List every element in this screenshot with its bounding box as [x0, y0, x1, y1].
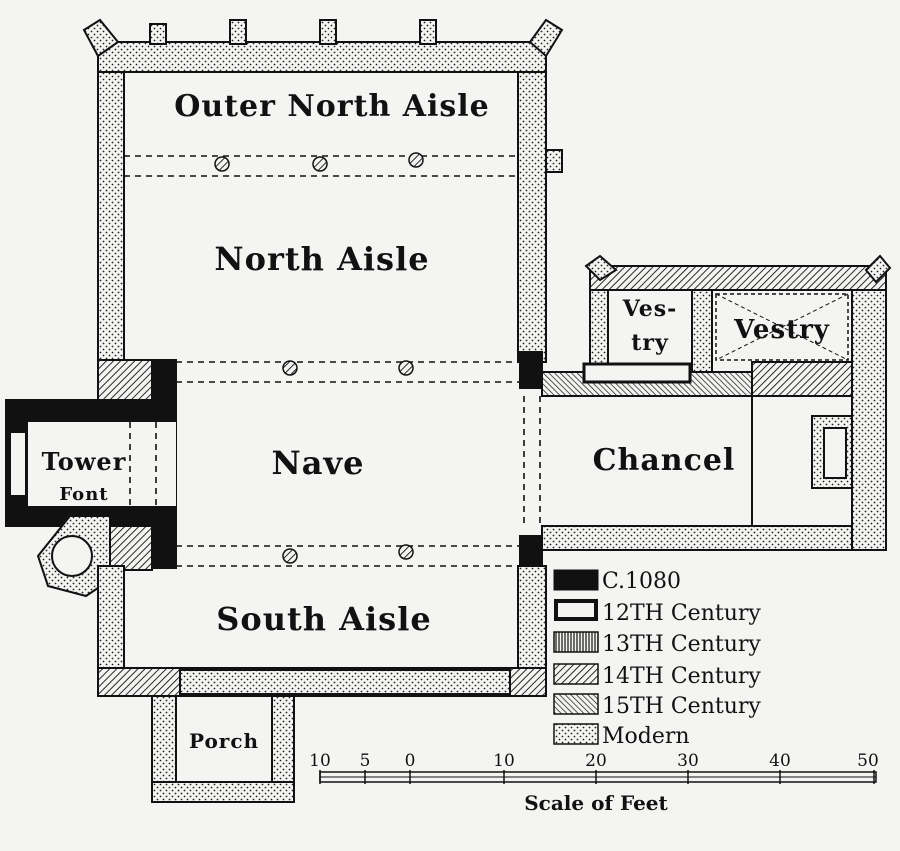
vestry-large-outline — [715, 293, 849, 361]
legend-item-15th: 15TH Century — [553, 693, 761, 719]
south-wall-modern — [179, 669, 511, 695]
legend-item-13th: 13TH Century — [553, 631, 761, 657]
corner-buttress — [864, 254, 892, 284]
scale-tick-label: 50 — [857, 751, 879, 771]
scale-title: Scale of Feet — [524, 791, 668, 815]
legend-swatch — [554, 599, 598, 621]
chancel-east-wall — [851, 267, 887, 551]
buttress — [419, 19, 437, 45]
buttress — [545, 149, 563, 173]
nave-nw-pier — [151, 359, 177, 401]
corner-buttress — [82, 18, 120, 58]
vestry-large-label: Vestry — [733, 315, 830, 345]
nave-ne-pier — [519, 351, 543, 389]
vestry-small-label-1: Ves- — [622, 296, 678, 322]
scale-tick-label: 20 — [585, 751, 607, 771]
legend-item-12th: 12TH Century — [554, 599, 761, 626]
chancel-label: Chancel — [593, 443, 736, 478]
pier — [408, 152, 424, 168]
west-wall-north — [97, 71, 125, 363]
corner-buttress — [528, 18, 564, 58]
vestry-north-wall — [589, 265, 887, 291]
chancel-south-wall — [541, 525, 887, 551]
porch-south-wall — [151, 781, 295, 803]
vestry-divider — [691, 289, 713, 373]
buttress — [229, 19, 247, 45]
legend: C.1080 12TH Century 13TH Century 14TH Ce… — [553, 569, 761, 749]
legend-label: 14TH Century — [602, 664, 761, 689]
legend-label: 12TH Century — [602, 601, 761, 626]
legend-item-c1080: C.1080 — [553, 569, 681, 594]
pier — [312, 156, 328, 172]
tower-label: Tower — [42, 447, 127, 476]
tower-arch — [128, 422, 176, 506]
legend-swatch — [553, 693, 599, 715]
legend-item-modern: Modern — [553, 723, 690, 749]
north-aisle-label: North Aisle — [214, 240, 429, 278]
arcades — [124, 155, 860, 567]
piers — [214, 152, 424, 564]
scale-tick-label: 10 — [493, 751, 515, 771]
pier — [282, 360, 298, 376]
scale-tick-label: 40 — [769, 751, 791, 771]
scale-bar: 10 5 0 10 20 30 40 50 Scale of Feet — [309, 751, 879, 815]
legend-label: Modern — [602, 724, 690, 749]
vestry-south-wall — [751, 361, 853, 397]
legend-swatch — [553, 569, 599, 591]
pier — [398, 360, 414, 376]
scale-tick-label: 10 — [309, 751, 331, 771]
north-wall — [97, 41, 547, 73]
pier — [398, 544, 414, 560]
outer-north-aisle-label: Outer North Aisle — [174, 89, 490, 124]
porch-label: Porch — [189, 729, 259, 753]
scale-ticks — [319, 770, 875, 784]
pier — [214, 156, 230, 172]
legend-item-14th: 14TH Century — [553, 663, 761, 689]
stair-newel — [51, 535, 93, 577]
nave-label: Nave — [272, 444, 365, 482]
corner-buttress — [584, 254, 618, 282]
pier — [282, 548, 298, 564]
walls — [5, 18, 892, 803]
south-aisle-label: South Aisle — [216, 600, 431, 638]
tower-interior — [28, 422, 128, 506]
buttress — [319, 19, 337, 45]
nave-se-pier — [519, 535, 543, 567]
tower-window — [9, 431, 27, 497]
scale-tick-label: 0 — [405, 751, 416, 771]
vestry-west-wall — [589, 289, 609, 373]
legend-label: 15TH Century — [602, 694, 761, 719]
legend-label: C.1080 — [602, 569, 681, 594]
vestry-small-label-2: try — [631, 330, 669, 356]
legend-swatch — [553, 723, 599, 745]
scale-tick-label: 30 — [677, 751, 699, 771]
buttress — [149, 23, 167, 45]
legend-swatch — [553, 631, 599, 653]
room-labels: Outer North Aisle North Aisle Nave South… — [42, 89, 830, 753]
legend-label: 13TH Century — [602, 632, 761, 657]
legend-swatch — [553, 663, 599, 685]
east-wall-north — [517, 71, 547, 363]
vestry-12th-c-window — [582, 362, 692, 384]
nave-nw-wall — [97, 359, 153, 401]
font-label: Font — [59, 484, 108, 505]
chancel-reredos-inner — [823, 427, 847, 479]
scale-tick-label: 5 — [360, 751, 371, 771]
